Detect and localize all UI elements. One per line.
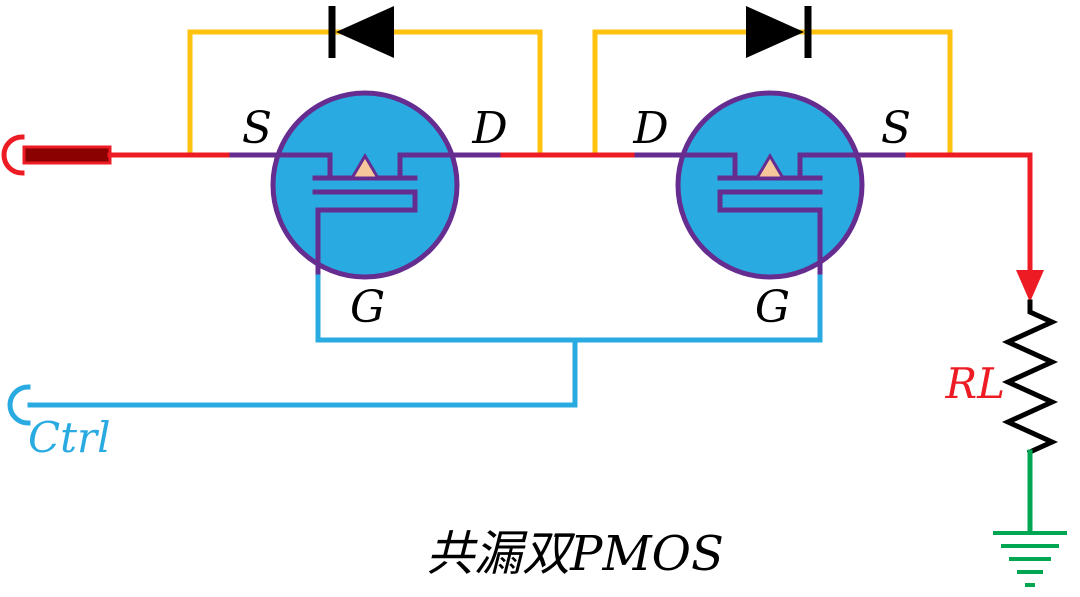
pmos-left-drain-lead: [397, 152, 501, 181]
ctrl-connector-arc: [7, 384, 31, 426]
diode-left-triangle: [336, 6, 394, 58]
pmos-left: [229, 90, 501, 280]
pmos-left-arrow-icon: [349, 153, 381, 180]
diode-right-icon: [746, 6, 812, 58]
pmos-right-gate-lead: [717, 189, 823, 280]
input-connector-arc: [1, 134, 25, 176]
pmos-right: [634, 90, 906, 280]
pmos-left-body: [270, 90, 460, 280]
output-wire: [900, 152, 1033, 275]
ground-symbol: [993, 449, 1067, 587]
diode-right-triangle: [746, 6, 804, 58]
label-drain-right: D: [632, 103, 668, 154]
pmos-left-source-lead: [229, 152, 333, 181]
label-source-left: S: [242, 103, 272, 154]
pmos-left-gate-lead: [315, 189, 418, 280]
label-load-rl: RL: [944, 359, 1005, 408]
gate-network: [7, 274, 823, 426]
label-drain-left: D: [471, 103, 507, 154]
diagram-title: 共漏双PMOS: [426, 526, 724, 582]
current-arrow-icon: [1016, 270, 1044, 302]
label-ctrl: Ctrl: [28, 413, 111, 462]
pmos-right-body: [675, 90, 865, 280]
pmos-right-drain-lead: [634, 152, 738, 181]
label-gate-right: G: [755, 282, 790, 333]
label-source-right: S: [881, 103, 911, 154]
diode-left-icon: [328, 6, 394, 58]
label-gate-left: G: [350, 282, 385, 333]
pmos-right-source-lead: [797, 152, 906, 181]
resistor-rl: [1001, 299, 1059, 456]
pmos-right-arrow-icon: [754, 153, 786, 180]
ctrl-wire: [27, 337, 578, 408]
input-connector: [1, 134, 112, 176]
input-connector-plug: [22, 145, 112, 165]
